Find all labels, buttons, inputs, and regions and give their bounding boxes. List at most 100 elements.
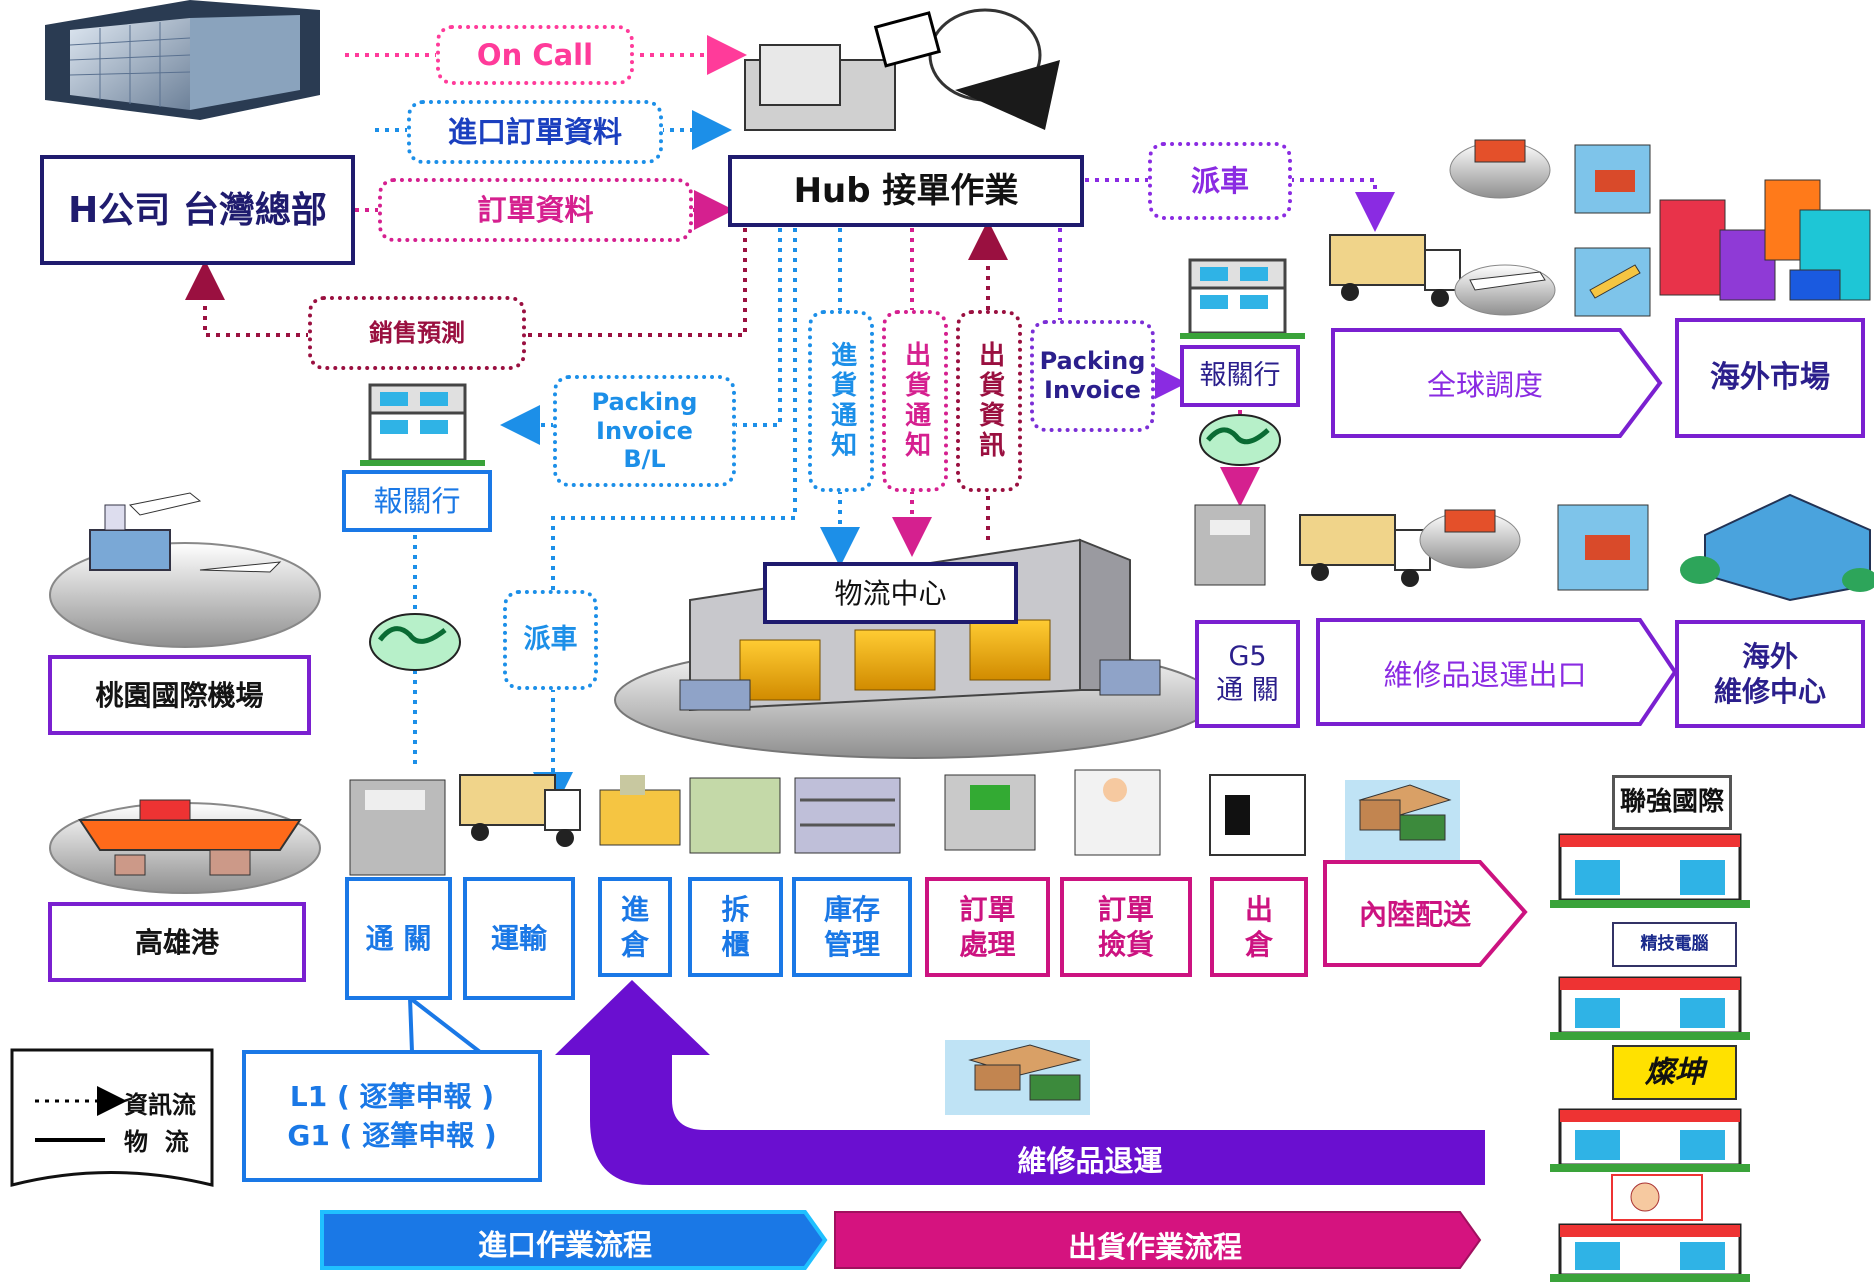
import-order-label: 進口訂單資料 — [447, 114, 622, 149]
step-receive-box: 進 倉 — [598, 877, 672, 977]
legend-frame — [10, 1048, 214, 1187]
receiving-notice-label-box: 進貨通知 — [808, 310, 874, 492]
packing-left-label-box: Packing Invoice B/L — [553, 375, 736, 487]
retailer-logo-3: 燦坤 — [1612, 1045, 1737, 1100]
step-transport-box: 運輸 — [463, 877, 575, 1000]
order-data-label-box: 訂單資料 — [378, 178, 693, 242]
step-inland-label: 內陸配送 — [1358, 898, 1471, 931]
seaport-icon — [49, 799, 321, 894]
repair-return-label: 維修品退運 — [1017, 1144, 1163, 1178]
broker-building-icon-left — [360, 383, 485, 466]
broker-left-label: 報關行 — [373, 483, 461, 518]
packing-right-label-box: Packing Invoice — [1030, 320, 1155, 432]
ship-thumb-top — [1574, 144, 1651, 214]
hub-label: Hub 接單作業 — [793, 170, 1019, 211]
shipping-out-icon — [1209, 774, 1306, 856]
l1g1-box: L1 ( 逐筆申報 ) G1 ( 逐筆申報 ) — [242, 1050, 542, 1182]
step-unpack-box: 拆 櫃 — [688, 877, 783, 977]
retailer-name-2: 精技電腦 — [1640, 933, 1709, 954]
globe-icon-left — [369, 613, 461, 671]
shipping-notice-label-box: 出貨通知 — [882, 310, 948, 492]
logistics-center-box: 物流中心 — [763, 562, 1018, 624]
inventory-racks-icon — [794, 777, 901, 854]
customs-gate-icon-right — [1194, 504, 1266, 586]
retailer-store-3 — [1550, 1108, 1750, 1172]
on-call-label: On Call — [476, 37, 594, 72]
sales-forecast-label-box: 銷售預測 — [308, 296, 526, 370]
g5-customs-label: G5 通 關 — [1216, 641, 1279, 706]
retailer-name-1: 聯強國際 — [1619, 787, 1724, 818]
ship-icon-mid — [1419, 509, 1521, 569]
legend-info-flow-label: 資訊流 — [124, 1091, 196, 1119]
import-flow-label: 進口作業流程 — [477, 1228, 652, 1262]
airport-icon — [49, 492, 321, 648]
inland-delivery-arrow — [1323, 860, 1528, 967]
step-ship-out-box: 出 倉 — [1210, 877, 1308, 977]
retailer-store-2 — [1550, 976, 1750, 1040]
repair-return-arrow — [555, 980, 1485, 1185]
shipping-info-label-box: 出貨資訊 — [956, 310, 1022, 492]
packing-right-label: Packing Invoice — [1039, 347, 1146, 404]
ship-thumb-mid — [1557, 504, 1649, 591]
step-receive-label: 進 倉 — [620, 893, 649, 961]
repair-export-label: 維修品退運出口 — [1383, 658, 1587, 692]
packing-left-label: Packing Invoice B/L — [591, 387, 698, 474]
step-inventory-box: 庫存 管理 — [792, 877, 912, 977]
g5-customs-box: G5 通 關 — [1195, 620, 1300, 728]
shipping-notice-label: 出貨通知 — [900, 341, 931, 461]
global-dispatch-label: 全球調度 — [1426, 368, 1543, 402]
step-customs-label: 通 關 — [365, 922, 432, 955]
shipping-info-label: 出貨資訊 — [974, 341, 1005, 461]
overseas-city-icon — [1659, 179, 1871, 301]
dispatch-top-label: 派車 — [1190, 163, 1249, 198]
outbound-flow-label: 出貨作業流程 — [1067, 1230, 1242, 1264]
dispatch-left-connector — [551, 228, 797, 593]
step-customs-box: 通 關 — [345, 877, 452, 1000]
globe-icon-right — [1199, 414, 1281, 466]
repair-export-arrow — [1316, 618, 1678, 726]
dispatch-left-label-box: 派車 — [503, 590, 598, 690]
retailer-logo-2: 精技電腦 — [1612, 922, 1737, 967]
outbound-flow-bar — [834, 1211, 1482, 1269]
broker-left-box: 報關行 — [342, 470, 492, 532]
logistics-center-label: 物流中心 — [834, 576, 947, 610]
repair-truck-icon — [945, 1040, 1090, 1115]
broker-right-box: 報關行 — [1180, 345, 1300, 407]
broker-building-icon-right — [1180, 258, 1305, 339]
seaport-box: 高雄港 — [48, 902, 306, 982]
computer-operator-icon — [944, 774, 1036, 851]
unpacking-workers-icon — [689, 777, 781, 854]
step-order-process-box: 訂單 處理 — [925, 877, 1050, 977]
sales-forecast-connector — [525, 228, 747, 337]
dispatch-left-label: 派車 — [523, 623, 578, 655]
retailer-name-3: 燦坤 — [1644, 1054, 1705, 1090]
sales-forecast-label: 銷售預測 — [369, 318, 465, 347]
step-order-process-label: 訂單 處理 — [959, 893, 1016, 961]
hq-box: H公司 台灣總部 — [40, 155, 355, 265]
airport-label: 桃園國際機場 — [95, 678, 264, 712]
step-inventory-label: 庫存 管理 — [823, 893, 880, 961]
seaport-label: 高雄港 — [134, 925, 219, 959]
l1g1-label: L1 ( 逐筆申報 ) G1 ( 逐筆申報 ) — [287, 1079, 497, 1152]
delivery-truck-icon — [1345, 780, 1460, 860]
overseas-market-box: 海外市場 — [1675, 318, 1865, 438]
overseas-repair-box: 海外 維修中心 — [1675, 620, 1865, 728]
warehouse-icon — [614, 538, 1216, 759]
truck-icon-mid — [1299, 514, 1431, 587]
hub-box: Hub 接單作業 — [728, 155, 1084, 227]
legend-physical-flow-label: 物 流 — [124, 1128, 189, 1156]
step-unpack-label: 拆 櫃 — [721, 893, 750, 961]
global-dispatch-arrow — [1331, 328, 1663, 438]
customs-gate-icon — [349, 779, 446, 876]
on-call-label-box: On Call — [436, 25, 634, 85]
hq-label: H公司 台灣總部 — [68, 189, 327, 231]
ship-icon-top — [1449, 139, 1551, 199]
receiving-notice-label: 進貨通知 — [826, 341, 857, 461]
airport-box: 桃園國際機場 — [48, 655, 311, 735]
repair-center-building-icon — [1680, 493, 1874, 602]
forklift-icon — [599, 775, 681, 846]
retailer-logo-1: 聯強國際 — [1612, 775, 1732, 830]
retailer-logo-4-icon — [1611, 1174, 1703, 1221]
